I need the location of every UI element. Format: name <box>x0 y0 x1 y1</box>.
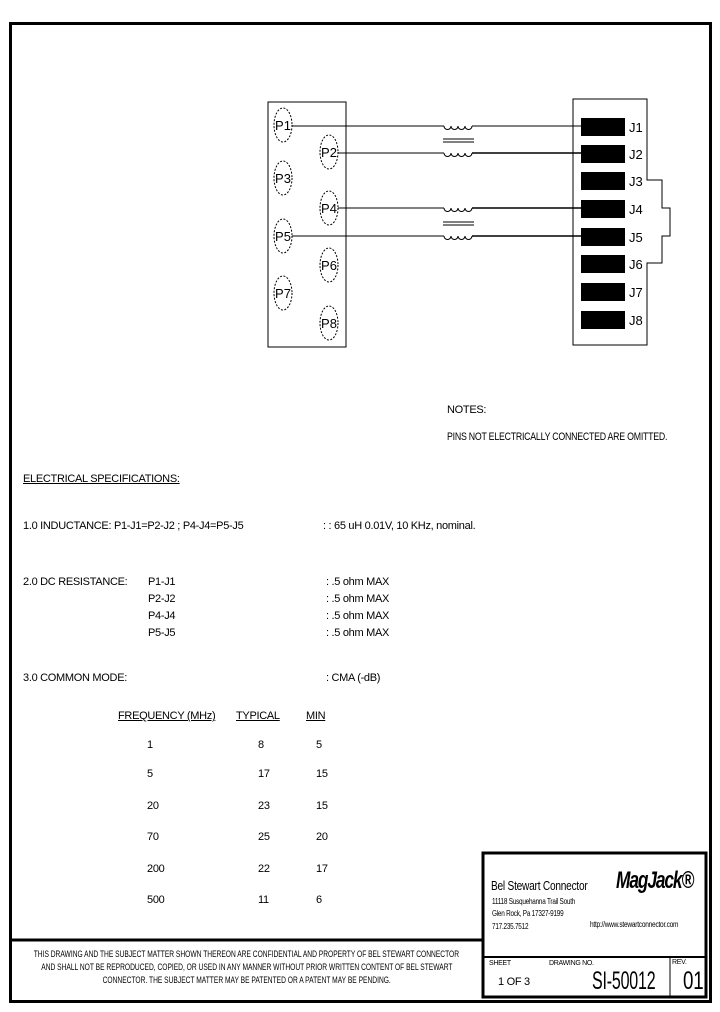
plug-pin-1 <box>273 107 293 143</box>
jack-contact-4 <box>581 200 625 218</box>
notes-text: PINS NOT ELECTRICALLY CONNECTED ARE OMIT… <box>447 431 668 443</box>
jack-pin-label: J1 <box>629 120 643 135</box>
jack-pin-label: J2 <box>629 147 643 162</box>
disclaimer-line: CONNECTOR. THE SUBJECT MATTER MAY BE PAT… <box>102 975 391 985</box>
plug-pin-label: P1 <box>275 118 291 133</box>
coil <box>443 152 473 157</box>
table-header-min: MIN <box>306 710 326 722</box>
coil <box>443 207 473 212</box>
jack-pin-label: J8 <box>629 313 643 328</box>
coil <box>443 235 473 240</box>
table-cell: 5 <box>316 739 322 751</box>
revision: 01 <box>683 967 704 995</box>
plug-pin-8 <box>319 305 339 341</box>
website-url: http://www.stewartconnector.com <box>590 920 679 929</box>
address-line-1: 11118 Susquehanna Trail South <box>492 897 576 906</box>
table-cell: 6 <box>316 894 322 906</box>
jack-contact-8 <box>581 311 625 329</box>
dcr-value: : .5 ohm MAX <box>326 593 390 605</box>
table-cell: 17 <box>316 863 328 875</box>
table-cell: 20 <box>316 831 328 843</box>
sheet-value: 1 OF 3 <box>498 976 530 988</box>
dcr-pair: P5-J5 <box>148 627 176 639</box>
table-cell: 5 <box>147 768 153 780</box>
table-cell: 20 <box>147 800 159 812</box>
dcr-value: : .5 ohm MAX <box>326 610 390 622</box>
jack-pin-label: J7 <box>629 285 643 300</box>
notes-title: NOTES: <box>447 404 487 416</box>
coil <box>443 125 473 130</box>
title-block-border <box>481 851 708 999</box>
dcr-pair: P1-J1 <box>148 576 176 588</box>
plug-pin-label: P7 <box>275 286 291 301</box>
company-name: Bel Stewart Connector <box>491 878 588 893</box>
table-cell: 200 <box>147 863 165 875</box>
plug-pin-6 <box>319 247 339 283</box>
drawing-frame <box>9 22 712 1003</box>
disclaimer: THIS DRAWING AND THE SUBJECT MATTER SHOW… <box>10 948 483 987</box>
drawing-no-label: DRAWING NO. <box>549 960 594 967</box>
plug-pin-label: P8 <box>321 316 337 331</box>
table-cell: 500 <box>147 894 165 906</box>
dcr-value: : .5 ohm MAX <box>326 627 390 639</box>
jack-pin-label: J5 <box>629 230 643 245</box>
table-cell: 1 <box>147 739 153 751</box>
table-cell: 15 <box>316 800 328 812</box>
rev-label: REV. <box>672 959 687 966</box>
drawing-number: SI-50012 <box>592 967 656 995</box>
plug-pin-label: P5 <box>275 229 291 244</box>
sheet-label: SHEET <box>489 960 511 967</box>
plug-pin-label: P3 <box>275 171 291 186</box>
table-header-typical: TYPICAL <box>236 710 280 722</box>
table-cell: 23 <box>258 800 270 812</box>
inductance-value: : : 65 uH 0.01V, 10 KHz, nominal. <box>323 520 476 532</box>
phone: 717.235.7512 <box>492 922 529 931</box>
plug-pin-label: P6 <box>321 258 337 273</box>
plug-outline <box>267 101 347 348</box>
wires <box>292 125 581 240</box>
dcr-pair: P4-J4 <box>148 610 176 622</box>
table-cell: 70 <box>147 831 159 843</box>
table-cell: 15 <box>316 768 328 780</box>
maglock-logo: MagJack® <box>616 867 694 894</box>
table-header-frequency: FREQUENCY (MHz) <box>118 710 216 722</box>
table-cell: 25 <box>258 831 270 843</box>
jack-contact-2 <box>581 145 625 163</box>
common-mode-label: 3.0 COMMON MODE: <box>23 672 127 684</box>
jack-pin-label: J4 <box>629 202 643 217</box>
dcr-value: : .5 ohm MAX <box>326 576 390 588</box>
disclaimer-line: AND SHALL NOT BE REPRODUCED, COPIED, OR … <box>40 962 453 972</box>
plug-pin-label: P4 <box>321 201 337 216</box>
inductance-label: 1.0 INDUCTANCE: P1-J1=P2-J2 ; P4-J4=P5-J… <box>23 520 244 532</box>
plug-pin-3 <box>273 160 293 196</box>
plug-pin-2 <box>319 134 339 170</box>
table-cell: 11 <box>258 894 269 906</box>
jack-contact-3 <box>581 172 625 190</box>
jack-pin-label: J3 <box>629 174 643 189</box>
dc-resistance-label: 2.0 DC RESISTANCE: <box>23 576 128 588</box>
address-line-2: Glen Rock, Pa 17327-9199 <box>492 909 564 918</box>
jack-outline <box>572 98 671 346</box>
dcr-pair: P2-J2 <box>148 593 176 605</box>
table-cell: 17 <box>258 768 270 780</box>
jack-contact-6 <box>581 255 625 273</box>
plug-pin-label: P2 <box>321 145 337 160</box>
plug-pin-7 <box>273 275 293 311</box>
jack-contact-7 <box>581 283 625 301</box>
jack-contact-1 <box>581 118 625 136</box>
specs-title: ELECTRICAL SPECIFICATIONS: <box>23 473 180 485</box>
disclaimer-line: THIS DRAWING AND THE SUBJECT MATTER SHOW… <box>33 949 460 959</box>
jack-pin-label: J6 <box>629 257 643 272</box>
jack-contact-5 <box>581 228 625 246</box>
table-cell: 8 <box>258 739 264 751</box>
common-mode-value: : CMA (-dB) <box>326 672 381 684</box>
table-cell: 22 <box>258 863 270 875</box>
